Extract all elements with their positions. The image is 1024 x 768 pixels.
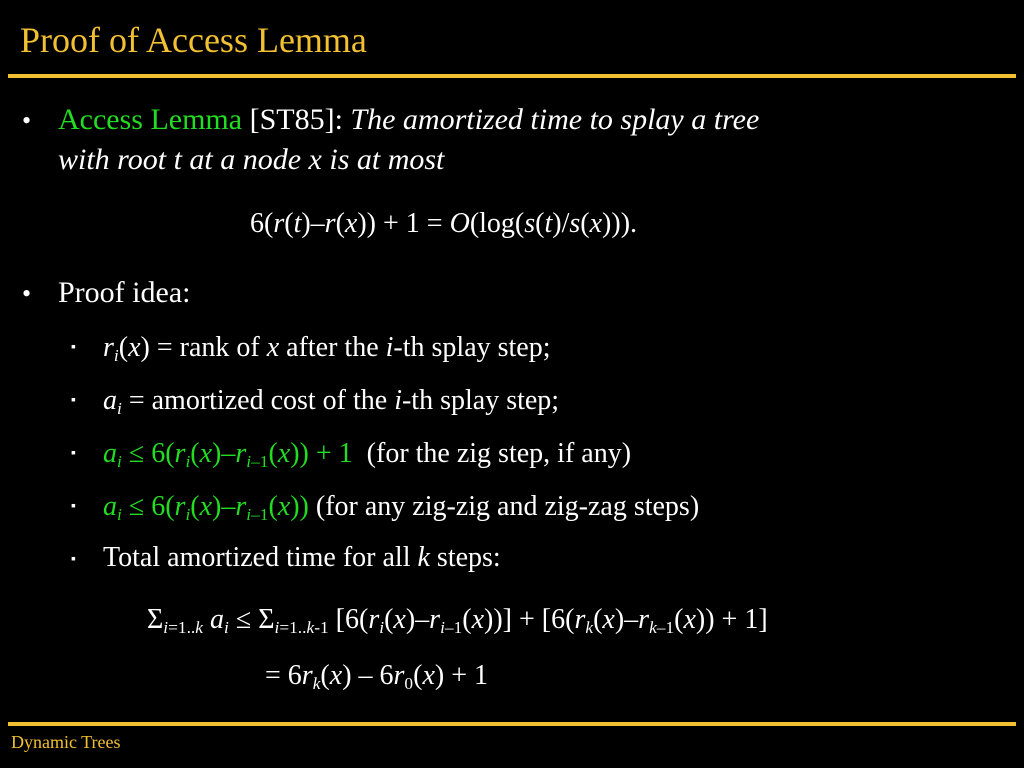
footer-label: Dynamic Trees bbox=[11, 732, 121, 752]
footer-divider bbox=[8, 722, 1016, 726]
proof-item-zigzig: ai ≤ 6(ri(x)–ri–1(x)) (for any zig-zig a… bbox=[103, 489, 699, 525]
lemma-text-line1: The amortized time to splay a tree bbox=[350, 103, 760, 136]
sub-bullet-marker: ▪ bbox=[71, 446, 76, 461]
sub-bullet-marker: ▪ bbox=[71, 393, 76, 408]
sum-equation-line1: Σi=1..k ai ≤ Σi=1..k-1 [6(ri(x)–ri–1(x))… bbox=[147, 604, 768, 638]
slide-title: Proof of Access Lemma bbox=[20, 20, 367, 60]
lemma-name: Access Lemma bbox=[58, 103, 243, 136]
lemma-citation: [ST85]: bbox=[242, 103, 351, 136]
sum-equation-line2: = 6rk(x) – 6r0(x) + 1 bbox=[265, 660, 488, 694]
proof-label: Proof idea: bbox=[58, 276, 191, 309]
zigzig-note: (for any zig-zig and zig-zag steps) bbox=[315, 491, 700, 522]
lemma-statement: Access Lemma [ST85]: The amortized time … bbox=[58, 100, 958, 180]
sub-bullet-marker: ▪ bbox=[71, 499, 76, 514]
bullet-marker: • bbox=[22, 279, 32, 308]
zig-note: (for the zig step, if any) bbox=[366, 438, 632, 469]
zigzig-formula: ai ≤ 6(ri(x)–ri–1(x)) bbox=[103, 491, 309, 525]
proof-item-rank: ri(x) = rank of x after the i-th splay s… bbox=[103, 332, 551, 366]
sub-bullet-marker: ▪ bbox=[71, 340, 76, 355]
bullet-marker: • bbox=[22, 106, 32, 135]
lemma-text-line2: with root t at a node x is at most bbox=[58, 143, 445, 176]
proof-item-amortized-cost: ai = amortized cost of the i-th splay st… bbox=[103, 385, 560, 419]
lemma-formula: 6(r(t)–r(x)) + 1 = O(log(s(t)/s(x))). bbox=[250, 208, 638, 239]
sub-bullet-marker: ▪ bbox=[71, 552, 76, 567]
proof-item-total: Total amortized time for all k steps: bbox=[103, 542, 501, 573]
proof-item-zig: ai ≤ 6(ri(x)–ri–1(x)) + 1 (for the zig s… bbox=[103, 436, 631, 472]
zig-formula: ai ≤ 6(ri(x)–ri–1(x)) + 1 bbox=[103, 438, 353, 472]
title-divider bbox=[8, 74, 1016, 78]
